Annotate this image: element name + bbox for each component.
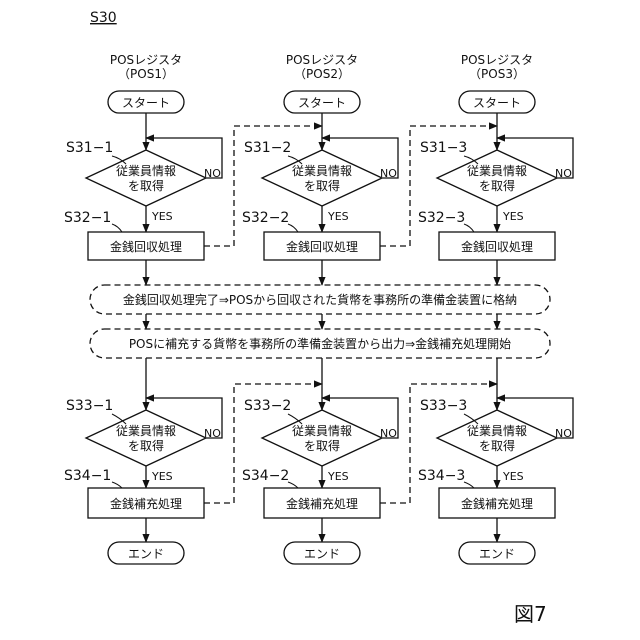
step-id: S31−3 [420, 140, 467, 156]
decision-line2: を取得 [304, 438, 340, 453]
figure-id: S30 [90, 10, 117, 26]
end-label: エンド [128, 547, 164, 561]
decision-line1: 従業員情報 [116, 424, 176, 438]
step-id: S31−2 [244, 140, 291, 156]
start-label: スタート [298, 96, 346, 110]
yes-label: YES [502, 470, 524, 483]
yes-label: YES [327, 210, 349, 223]
decision-diamond [262, 150, 382, 206]
decision-diamond [262, 410, 382, 466]
step-id: S31−1 [66, 140, 113, 156]
process-label: 金銭回収処理 [286, 239, 358, 254]
figure-label: 図7 [514, 602, 547, 626]
yes-label: YES [151, 210, 173, 223]
process-label: 金銭補充処理 [110, 496, 182, 511]
step-id-leader [288, 482, 298, 488]
decision-line2: を取得 [304, 178, 340, 193]
decision-line2: を取得 [479, 438, 515, 453]
step-id: S34−2 [242, 468, 289, 484]
step-id-leader [112, 224, 122, 232]
step-id-leader [464, 482, 474, 488]
column-pos3: POSレジスタ （POS3） スタート NO 従業員情報 を取得 S31−3 Y… [418, 53, 573, 564]
column-subtitle: （POS2） [294, 67, 350, 81]
step-id: S33−2 [244, 398, 291, 414]
yes-label: YES [502, 210, 524, 223]
decision-diamond [437, 150, 557, 206]
yes-label: YES [327, 470, 349, 483]
decision-diamond [86, 410, 206, 466]
decision-diamond [86, 150, 206, 206]
step-id: S32−2 [242, 210, 289, 226]
column-pos2: POSレジスタ （POS2） スタート NO 従業員情報 を取得 S31−2 Y… [242, 53, 398, 564]
decision-line1: 従業員情報 [292, 424, 352, 438]
decision-line1: 従業員情報 [467, 424, 527, 438]
column-pos1: POSレジスタ （POS1） スタート NO 従業員情報 を取得 S31−1 Y… [64, 53, 222, 564]
yes-label: YES [151, 470, 173, 483]
decision-line2: を取得 [479, 178, 515, 193]
step-id: S34−3 [418, 468, 465, 484]
start-label: スタート [122, 96, 170, 110]
step-id: S33−1 [66, 398, 113, 414]
step-id: S32−1 [64, 210, 111, 226]
decision-line2: を取得 [128, 438, 164, 453]
step-id-leader [112, 482, 122, 488]
shared-step-label: 金銭回収処理完了⇒POSから回収された貨幣を事務所の準備金装置に格納 [123, 292, 517, 307]
step-id: S32−3 [418, 210, 465, 226]
column-title: POSレジスタ [461, 53, 533, 67]
step-id-leader [464, 224, 474, 232]
step-id: S34−1 [64, 468, 111, 484]
column-subtitle: （POS3） [469, 67, 525, 81]
process-label: 金銭補充処理 [461, 496, 533, 511]
decision-line1: 従業員情報 [116, 164, 176, 178]
decision-line2: を取得 [128, 178, 164, 193]
column-title: POSレジスタ [286, 53, 358, 67]
process-label: 金銭回収処理 [110, 239, 182, 254]
decision-line1: 従業員情報 [292, 164, 352, 178]
shared-step-label: POSに補充する貨幣を事務所の準備金装置から出力⇒金銭補充処理開始 [129, 336, 511, 351]
end-label: エンド [479, 547, 515, 561]
column-title: POSレジスタ [110, 53, 182, 67]
process-label: 金銭回収処理 [461, 239, 533, 254]
column-subtitle: （POS1） [118, 67, 174, 81]
end-label: エンド [304, 547, 340, 561]
step-id-leader [288, 224, 298, 232]
decision-line1: 従業員情報 [467, 164, 527, 178]
step-id: S33−3 [420, 398, 467, 414]
start-label: スタート [473, 96, 521, 110]
decision-diamond [437, 410, 557, 466]
process-label: 金銭補充処理 [286, 496, 358, 511]
